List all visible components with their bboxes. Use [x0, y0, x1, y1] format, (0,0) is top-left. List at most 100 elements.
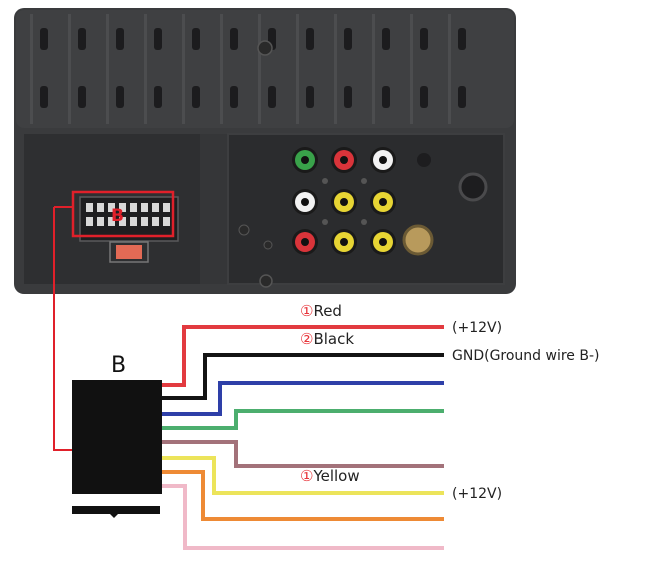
- antenna-port-icon: [458, 172, 488, 202]
- screw-icon: [263, 240, 273, 250]
- wire-yellow: [162, 456, 444, 495]
- rca-jack-center: [340, 238, 348, 246]
- connector-pin: [108, 203, 115, 212]
- fin-slot: [154, 28, 162, 50]
- fin-ridge: [448, 14, 451, 124]
- fin-slot: [458, 28, 466, 50]
- rca-jack-center: [301, 156, 309, 164]
- rca-jack-center: [379, 198, 387, 206]
- wire-red: [162, 325, 444, 387]
- rca-jack-center: [301, 198, 309, 206]
- heatsink-fins: [30, 14, 466, 124]
- wire-brown: [162, 440, 444, 468]
- rca-jack-center: [301, 238, 309, 246]
- connector-pin: [163, 203, 170, 212]
- connector-pin: [152, 217, 159, 226]
- wire-label: ②Black: [300, 330, 354, 348]
- wire-orange: [162, 470, 444, 521]
- fin-ridge: [144, 14, 147, 124]
- fin-ridge: [220, 14, 223, 124]
- wire-end-label: GND(Ground wire B-): [452, 348, 599, 364]
- fin-slot: [40, 86, 48, 108]
- heatsink: [16, 10, 514, 128]
- harness-box-letter: B: [111, 353, 126, 378]
- fin-ridge: [296, 14, 299, 124]
- connector-panel-letter: B: [111, 206, 124, 226]
- fin-slot: [306, 28, 314, 50]
- fin-slot: [344, 28, 352, 50]
- connector-highlight: [71, 190, 175, 238]
- connector-pin: [86, 217, 93, 226]
- panel-frame: [227, 133, 505, 285]
- wire-group: [162, 325, 444, 550]
- fin-slot: [192, 28, 200, 50]
- wire-blue: [162, 381, 444, 416]
- fin-slot: [382, 86, 390, 108]
- connector-pin: [141, 217, 148, 226]
- screw-icon: [322, 178, 328, 184]
- rca-jack-center: [340, 198, 348, 206]
- fin-ridge: [106, 14, 109, 124]
- fin-ridge: [258, 14, 261, 124]
- fin-slot: [192, 86, 200, 108]
- fin-slot: [116, 86, 124, 108]
- wire-marker: ②: [300, 330, 313, 348]
- fin-slot: [78, 28, 86, 50]
- fin-slot: [40, 28, 48, 50]
- fin-slot: [116, 28, 124, 50]
- screw-icon: [259, 274, 273, 288]
- fin-slot: [230, 28, 238, 50]
- screw-icon: [322, 219, 328, 225]
- fin-slot: [344, 86, 352, 108]
- wire-marker: ①: [300, 467, 313, 485]
- fin-slot: [78, 86, 86, 108]
- fin-slot: [306, 86, 314, 108]
- fin-slot: [420, 28, 428, 50]
- connector-pin: [86, 203, 93, 212]
- fuse-holder: [109, 241, 149, 263]
- leader-line: [53, 207, 72, 451]
- harness-box-tab: [72, 506, 160, 518]
- connector-pin: [97, 203, 104, 212]
- fin-ridge: [30, 14, 33, 124]
- connector-pin: [130, 217, 137, 226]
- rca-jack-grid: [292, 147, 396, 255]
- fin-slot: [458, 86, 466, 108]
- connector-pin: [119, 203, 126, 212]
- connector-pins: [86, 203, 170, 226]
- wire-label: ①Red: [300, 302, 342, 320]
- connector-pin: [130, 203, 137, 212]
- fin-slot: [230, 86, 238, 108]
- port-icon: [417, 153, 431, 167]
- antenna-jack-icon: [402, 224, 434, 256]
- wire-black: [162, 353, 444, 400]
- connector-pin: [108, 217, 115, 226]
- fin-slot: [420, 86, 428, 108]
- connector-pin: [97, 217, 104, 226]
- connector-housing: [79, 196, 179, 242]
- wiring-harness: B: [53, 206, 444, 550]
- fin-ridge: [182, 14, 185, 124]
- wire-green: [162, 409, 444, 430]
- fin-ridge: [372, 14, 375, 124]
- rca-jack-center: [379, 156, 387, 164]
- fin-slot: [382, 28, 390, 50]
- wire-name: Red: [313, 302, 342, 320]
- wire-pink: [162, 484, 444, 550]
- screw-icon: [361, 178, 367, 184]
- fuse: [116, 245, 142, 259]
- fin-ridge: [68, 14, 71, 124]
- wire-label: ①Yellow: [300, 467, 360, 485]
- fin-slot: [268, 86, 276, 108]
- wire-name: Yellow: [312, 467, 359, 485]
- screw-icon: [257, 40, 273, 56]
- connector-pin: [141, 203, 148, 212]
- connector-pin: [119, 217, 126, 226]
- fin-slot: [154, 86, 162, 108]
- wire-name: Black: [313, 330, 354, 348]
- screw-icon: [361, 219, 367, 225]
- connector-b: B: [71, 190, 179, 263]
- wire-end-label: (+12V): [452, 320, 502, 336]
